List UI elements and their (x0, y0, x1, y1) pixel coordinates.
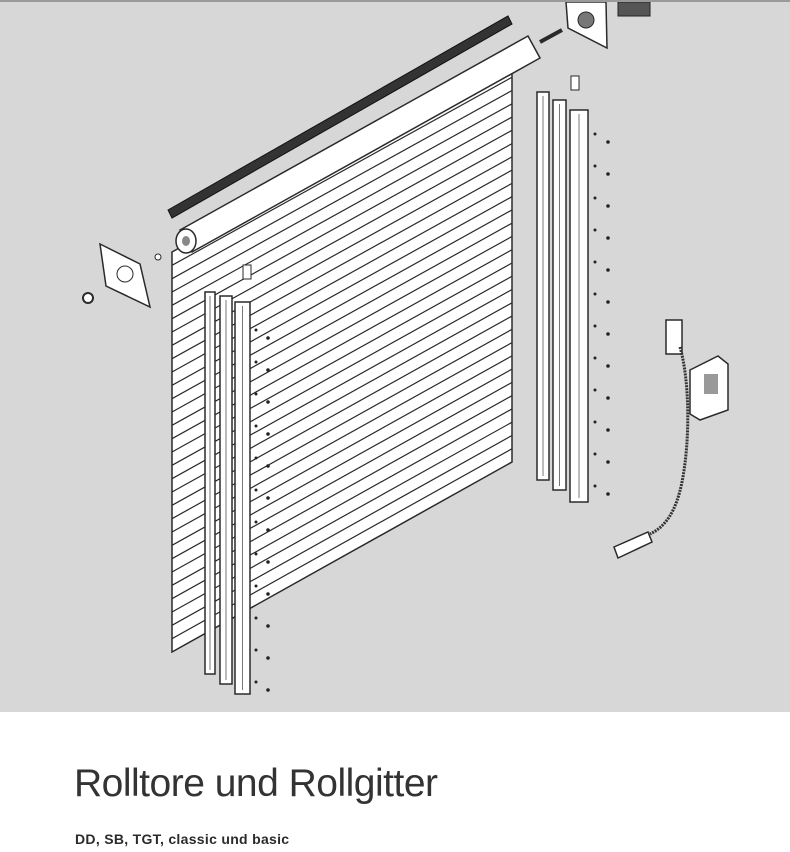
screw (254, 648, 258, 652)
screw (593, 260, 597, 264)
screw (593, 164, 597, 168)
screw (606, 204, 610, 208)
slat-line (171, 103, 513, 293)
screw (606, 300, 610, 304)
screw (254, 328, 258, 332)
screw (606, 172, 610, 176)
screw (606, 140, 610, 144)
screw (266, 560, 270, 564)
document-title: Rolltore und Rollgitter (74, 762, 438, 805)
screw (606, 332, 610, 336)
screw (606, 236, 610, 240)
screw (254, 520, 258, 524)
screw (254, 584, 258, 588)
screw (266, 368, 270, 372)
left-bracket (82, 242, 162, 309)
illustration-svg (82, 2, 729, 695)
screw (266, 528, 270, 532)
screw (593, 452, 597, 456)
screw (266, 464, 270, 468)
screw (254, 488, 258, 492)
screw (254, 392, 258, 396)
screw (593, 292, 597, 296)
screw (266, 592, 270, 596)
document-subtitle: DD, SB, TGT, classic und basic (75, 831, 290, 847)
screw (593, 420, 597, 424)
top-clips (242, 75, 580, 280)
screw (266, 688, 270, 692)
screw (266, 656, 270, 660)
screw (606, 268, 610, 272)
screw (593, 228, 597, 232)
brush-strip (167, 15, 513, 219)
screw (254, 616, 258, 620)
screws (254, 132, 610, 692)
screw (593, 388, 597, 392)
screw (606, 364, 610, 368)
right-bracket-motor (565, 2, 651, 50)
screw (266, 432, 270, 436)
screw (593, 484, 597, 488)
screw (266, 624, 270, 628)
roller-tube (175, 28, 563, 254)
screw (254, 680, 258, 684)
screw (593, 196, 597, 200)
screw (254, 424, 258, 428)
guide-rails (204, 91, 589, 695)
exploded-door-illustration (0, 0, 790, 712)
slat-line (171, 116, 513, 306)
screw (266, 496, 270, 500)
screw (266, 400, 270, 404)
slat-line (171, 129, 513, 320)
screw (606, 460, 610, 464)
screw (593, 324, 597, 328)
screw (593, 356, 597, 360)
screw (254, 456, 258, 460)
screw (606, 396, 610, 400)
screw (254, 360, 258, 364)
control-unit (613, 319, 729, 560)
screw (266, 336, 270, 340)
screw (606, 492, 610, 496)
screw (254, 552, 258, 556)
slat-line (171, 76, 513, 266)
screw (606, 428, 610, 432)
slat-line (171, 90, 513, 280)
screw (593, 132, 597, 136)
